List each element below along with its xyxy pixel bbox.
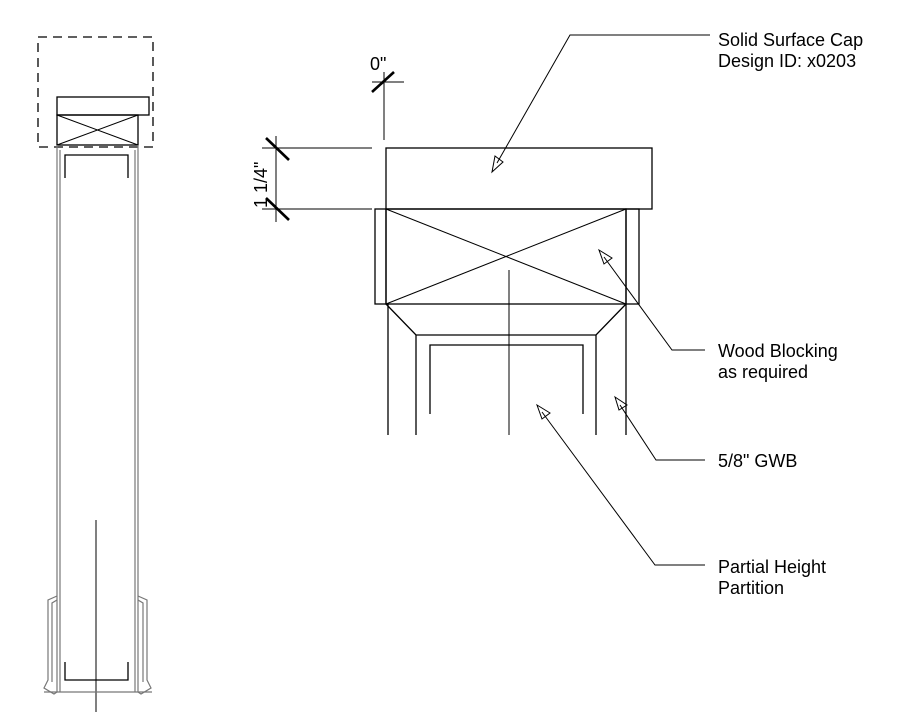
gwb-side-right: [625, 208, 640, 305]
enlarged-detail: [374, 147, 653, 435]
overview-cap: [56, 96, 150, 116]
dimensions: 0" 1 1/4": [251, 54, 404, 222]
label-partition-1: Partial Height: [718, 557, 826, 577]
label-blocking-2: as required: [718, 362, 808, 382]
overview-top-track: [64, 154, 129, 178]
solid-surface-cap: [385, 147, 653, 210]
label-partition-2: Partition: [718, 578, 784, 598]
overview-base-trim-right: [137, 595, 152, 695]
dim-overhang: 0": [370, 54, 386, 74]
overview-base-trim-left: [43, 595, 58, 695]
top-track: [429, 344, 584, 414]
cap-boundary-dashed: [37, 36, 154, 148]
overview-blocking: [56, 114, 139, 146]
label-blocking-1: Wood Blocking: [718, 341, 838, 361]
gwb-side-left: [374, 208, 387, 305]
partition-overview: [37, 36, 154, 712]
callouts: Solid Surface Cap Design ID: x0203 Wood …: [491, 30, 863, 598]
overview-bottom-track: [64, 662, 129, 681]
label-cap-2: Design ID: x0203: [718, 51, 856, 71]
label-gwb: 5/8" GWB: [718, 451, 797, 471]
dim-cap-thickness: 1 1/4": [251, 162, 271, 208]
label-cap-1: Solid Surface Cap: [718, 30, 863, 50]
